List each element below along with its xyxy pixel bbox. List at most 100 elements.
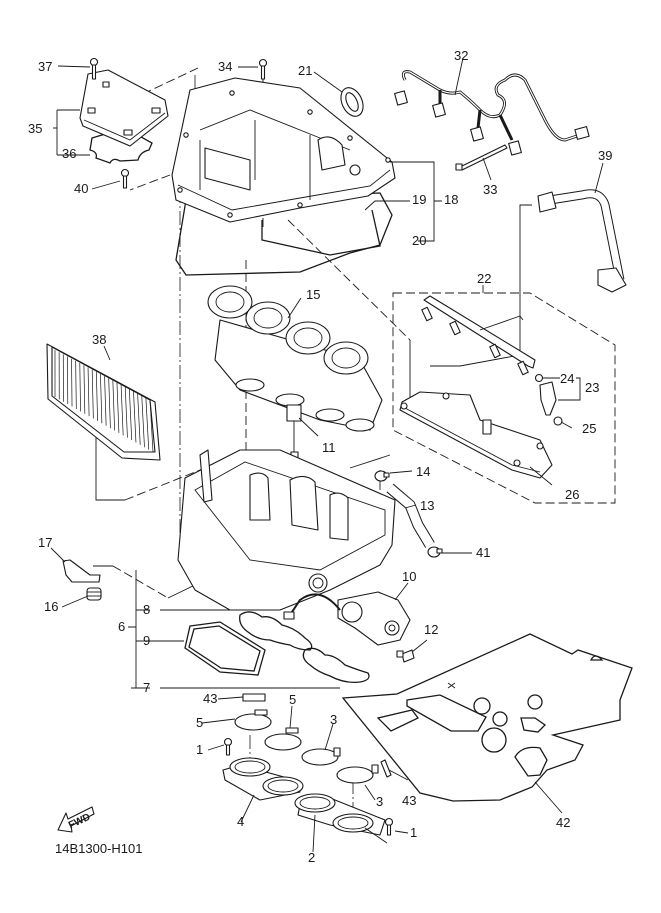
callout-16: 16 bbox=[44, 599, 58, 614]
callout-11: 11 bbox=[322, 440, 336, 455]
filter-pleat bbox=[95, 371, 98, 421]
callout-25: 25 bbox=[582, 421, 596, 436]
filter-pleat bbox=[137, 393, 141, 445]
airbox-cover bbox=[171, 77, 396, 276]
clip-43b bbox=[380, 759, 392, 778]
callout-19: 19 bbox=[412, 192, 426, 207]
bolt-12 bbox=[396, 649, 415, 663]
cap-tab bbox=[87, 107, 96, 114]
assembly-line bbox=[129, 174, 171, 191]
cap-tab bbox=[151, 107, 161, 114]
assembly-line bbox=[112, 565, 169, 599]
assembly-line bbox=[95, 430, 125, 501]
callout-43a: 43 bbox=[203, 691, 217, 706]
screw-34 bbox=[258, 58, 268, 80]
clamp-5b bbox=[264, 727, 302, 751]
filter-pleat bbox=[87, 367, 90, 417]
clamp-3a bbox=[301, 747, 341, 766]
screw-37 bbox=[89, 57, 99, 80]
callout-1a: 1 bbox=[196, 742, 203, 757]
filter-pleat bbox=[133, 391, 137, 443]
cap-tab bbox=[102, 81, 110, 88]
fwd-label: FWD bbox=[67, 812, 92, 832]
callout-10: 10 bbox=[402, 569, 416, 584]
callout-3b: 3 bbox=[376, 794, 383, 809]
joint-4 bbox=[222, 757, 304, 801]
seal-25 bbox=[553, 416, 563, 426]
callout-42: 42 bbox=[556, 815, 570, 830]
cap-assembly bbox=[79, 69, 169, 164]
screw-40 bbox=[120, 168, 130, 189]
cover-hole bbox=[349, 164, 361, 176]
cap-35 bbox=[79, 69, 169, 147]
filter-pleat bbox=[149, 399, 154, 453]
callout-5a: 5 bbox=[196, 715, 203, 730]
damper-16 bbox=[86, 587, 102, 601]
callout-39: 39 bbox=[598, 148, 612, 163]
harness-wire bbox=[401, 70, 581, 142]
callout-17: 17 bbox=[38, 535, 52, 550]
cover-boss bbox=[317, 136, 346, 171]
cover-flange bbox=[177, 169, 391, 211]
oring-24 bbox=[534, 373, 544, 383]
callout-41: 41 bbox=[476, 545, 490, 560]
filter-pleat bbox=[104, 376, 107, 426]
callout-40: 40 bbox=[74, 181, 88, 196]
callouts: 37 34 21 32 35 36 40 33 39 19 18 20 22 3… bbox=[28, 48, 612, 865]
cap-tab bbox=[123, 129, 133, 136]
joint-2 bbox=[294, 793, 386, 836]
valve-10 bbox=[283, 591, 411, 646]
filter-pleat bbox=[79, 363, 81, 412]
callout-4: 4 bbox=[237, 814, 244, 829]
cap-edge bbox=[83, 112, 166, 141]
air-filter-38 bbox=[46, 343, 161, 461]
filter-pleat bbox=[108, 378, 111, 429]
filter-pleat bbox=[116, 382, 120, 433]
cover-26 bbox=[399, 391, 553, 479]
callout-12: 12 bbox=[424, 622, 438, 637]
callout-43b: 43 bbox=[402, 793, 416, 808]
injector-group-box bbox=[392, 292, 616, 504]
filter-pleat bbox=[75, 360, 77, 409]
band-33 bbox=[455, 144, 508, 171]
callout-8: 8 bbox=[143, 602, 150, 617]
insulator-sheet-42 bbox=[341, 633, 633, 802]
callout-5b: 5 bbox=[289, 692, 296, 707]
callout-21: 21 bbox=[298, 63, 312, 78]
fuel-rail-22 bbox=[421, 295, 536, 376]
diagram-code: 14B1300-H101 bbox=[55, 841, 142, 856]
clamp-41 bbox=[427, 546, 443, 558]
gasket-8 bbox=[239, 611, 313, 651]
cover-window bbox=[204, 147, 251, 191]
callout-1b: 1 bbox=[410, 825, 417, 840]
callout-3a: 3 bbox=[330, 712, 337, 727]
callout-34: 34 bbox=[218, 59, 232, 74]
callout-32: 32 bbox=[454, 48, 468, 63]
callout-35: 35 bbox=[28, 121, 42, 136]
callout-33: 33 bbox=[483, 182, 497, 197]
clip-43a bbox=[242, 693, 266, 702]
fwd-arrow-icon: FWD bbox=[57, 806, 95, 833]
filter-pleat bbox=[128, 389, 133, 441]
callout-37: 37 bbox=[38, 59, 52, 74]
callout-15: 15 bbox=[306, 287, 320, 302]
filter-pleat bbox=[100, 373, 103, 424]
seal-36 bbox=[89, 127, 153, 164]
bolt-1a bbox=[223, 737, 233, 756]
callout-6: 6 bbox=[118, 619, 125, 634]
airbox-case-6 bbox=[177, 449, 396, 611]
seal-9 bbox=[184, 621, 266, 676]
cover-ridge bbox=[199, 120, 311, 200]
callout-24: 24 bbox=[560, 371, 574, 386]
clamp-3b bbox=[336, 764, 379, 784]
filter-pleats bbox=[54, 350, 154, 453]
filter-pleat bbox=[145, 397, 150, 450]
callout-7: 7 bbox=[143, 680, 150, 695]
filter-pleat bbox=[141, 395, 145, 448]
grommet-21 bbox=[340, 87, 364, 117]
callout-2: 2 bbox=[308, 850, 315, 865]
callout-23: 23 bbox=[585, 380, 599, 395]
leader-lines bbox=[50, 57, 604, 853]
throttle-body-15 bbox=[207, 285, 383, 432]
